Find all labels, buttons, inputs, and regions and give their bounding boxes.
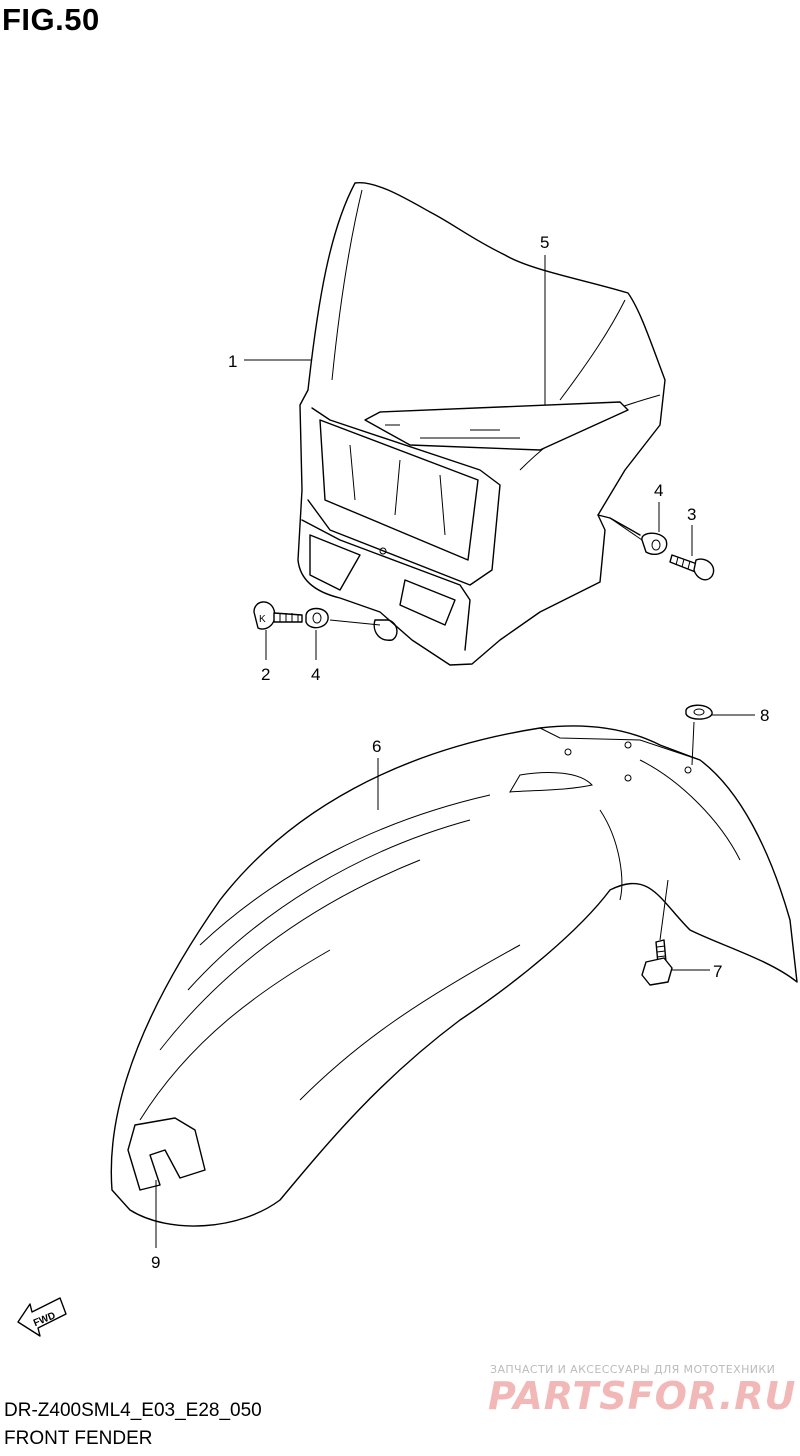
collar-left [305,607,329,629]
bolt-left: K [253,601,303,630]
washer-part-8 [685,704,713,720]
leader-lines [155,255,755,1248]
callout-4-right: 4 [654,481,663,500]
callout-6: 6 [372,737,381,756]
headlight-cowl [297,182,666,666]
bolt-right [669,554,715,581]
callout-7: 7 [713,962,722,981]
watermark-tagline: ЗАПЧАСТИ И АКСЕССУАРЫ ДЛЯ МОТОТЕХНИКИ [490,1363,776,1376]
front-fender [110,725,798,1227]
fwd-arrow-icon: FWD [17,1297,67,1337]
callout-1: 1 [228,352,237,371]
callout-9: 9 [151,1253,160,1272]
callout-2: 2 [261,665,270,684]
figure-title: FIG.50 [2,2,100,37]
callout-4-left: 4 [311,665,320,684]
callout-5: 5 [540,233,549,252]
svg-text:K: K [259,614,266,625]
callout-8: 8 [760,706,769,725]
section-name: FRONT FENDER [4,1428,153,1449]
collar-right [641,532,668,556]
callout-labels: 1 2 3 4 4 5 6 7 8 9 [151,233,769,1272]
callout-3: 3 [687,505,696,524]
model-code: DR-Z400SML4_E03_E28_050 [4,1400,262,1421]
watermark-logo: PARTSFOR.RU [488,1374,797,1418]
bolt-part-7 [641,939,673,986]
